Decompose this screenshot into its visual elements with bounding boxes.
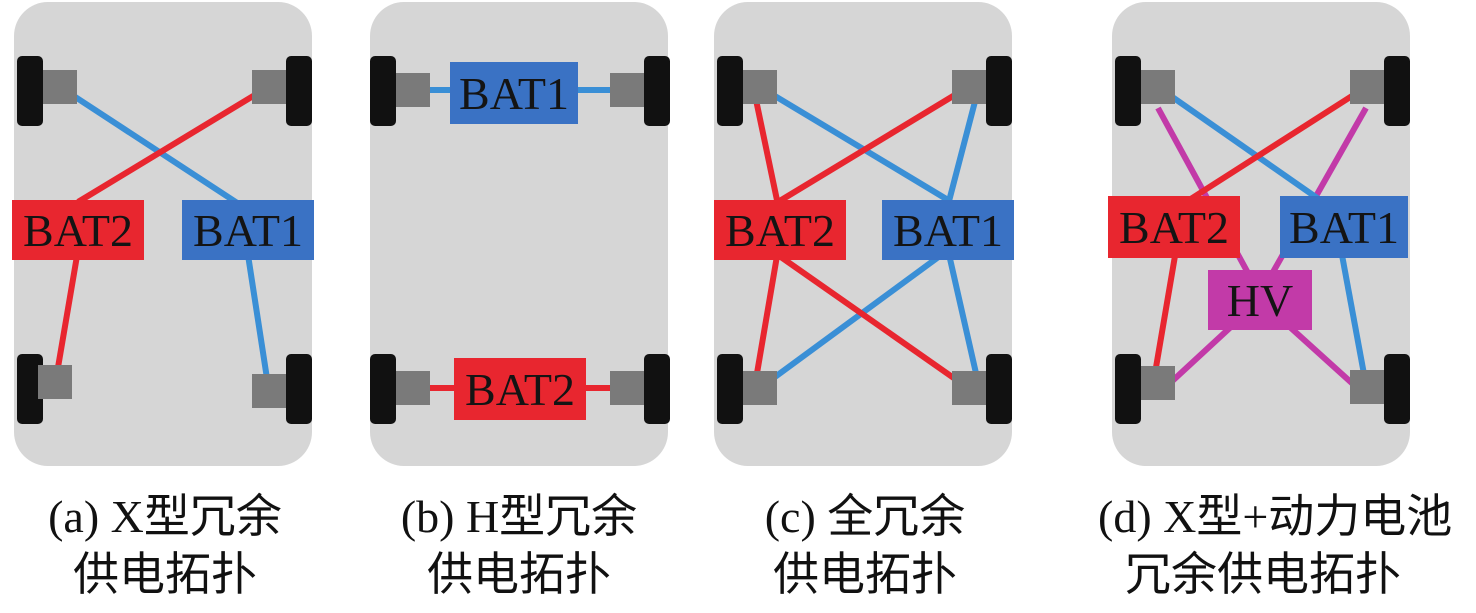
bat2-label: BAT2: [725, 205, 835, 256]
bat2-link-front-left: [752, 94, 781, 206]
car-body: [1112, 2, 1410, 466]
hub-rear-left: [396, 371, 430, 405]
hub-rear-left: [38, 365, 72, 399]
bat1-box: [1280, 196, 1408, 258]
wheel-rear-right: [986, 354, 1012, 424]
caption-a: (a) X型冗余 供电拓扑: [0, 488, 330, 604]
caption-b: (b) H型冗余 供电拓扑: [354, 488, 684, 604]
bat1-link-rear-right: [245, 254, 271, 386]
bat2-box: [12, 200, 144, 260]
hub-front-right: [952, 70, 986, 104]
caption-line2: 供电拓扑: [427, 549, 611, 600]
diagram-a: BAT2 BAT1: [12, 2, 314, 466]
wheel-rear-left: [17, 354, 43, 424]
wheel-front-left: [370, 56, 396, 126]
wheel-rear-left: [1115, 354, 1141, 424]
wheel-front-left: [17, 56, 43, 126]
caption-line2: 供电拓扑: [73, 549, 257, 600]
bat2-label: BAT2: [23, 205, 133, 256]
bat1-link-front-right: [945, 89, 981, 206]
hub-front-right: [610, 73, 644, 107]
wheel-rear-left: [370, 354, 396, 424]
caption-line2: 冗余供电拓扑: [1125, 549, 1401, 600]
wheel-front-right: [986, 56, 1012, 126]
caption-line2: 供电拓扑: [773, 549, 957, 600]
car-body: [370, 2, 668, 466]
bat2-link-rear-left: [1150, 249, 1179, 386]
caption-line1: (d) X型+动力电池: [1098, 491, 1453, 542]
bat2-link-rear-left: [752, 249, 781, 386]
hub-front-left: [743, 70, 777, 104]
bat1-link-rear-right: [1339, 254, 1369, 386]
bat2-link-front-right: [776, 84, 970, 205]
bat1-link-rear-right: [945, 249, 981, 383]
wheel-rear-right: [286, 354, 312, 424]
panel-b: BAT1 BAT2 (b) H型冗余 供电拓扑: [354, 0, 684, 613]
bat2-link-rear-right: [776, 252, 970, 391]
hub-rear-right: [610, 371, 644, 405]
hub-front-left: [1141, 70, 1175, 104]
bat1-link-front-left: [1156, 84, 1322, 203]
wheel-front-left: [717, 56, 743, 126]
bat2-label: BAT2: [465, 364, 575, 415]
bat2-box: [714, 200, 846, 260]
bat1-label: BAT1: [1289, 202, 1399, 253]
wheel-front-right: [644, 56, 670, 126]
caption-line1: (a) X型冗余: [48, 491, 282, 542]
bat1-label: BAT1: [459, 68, 569, 119]
wheel-rear-right: [1384, 354, 1410, 424]
bat1-link-front-left: [758, 84, 950, 203]
bat1-label: BAT1: [193, 205, 303, 256]
bat2-link-rear-left: [52, 249, 81, 386]
caption-d: (d) X型+动力电池 冗余供电拓扑: [1098, 488, 1453, 604]
hub-rear-left: [1141, 366, 1175, 400]
bat1-box: [450, 62, 578, 124]
wheel-rear-right: [644, 354, 670, 424]
bat2-label: BAT2: [1119, 202, 1229, 253]
bat2-link-front-right: [1184, 84, 1368, 205]
diagram-d: BAT2 BAT1 HV: [1108, 2, 1410, 466]
bat1-box: [182, 200, 314, 260]
caption-line1: (b) H型冗余: [400, 491, 638, 542]
bat1-label: BAT1: [893, 205, 1003, 256]
car-body: [714, 2, 1012, 466]
panel-c: BAT2 BAT1 (c) 全冗余 供电拓扑: [700, 0, 1030, 613]
hub-rear-right: [252, 374, 286, 408]
hub-rear-right: [1350, 370, 1384, 404]
hub-front-right: [252, 70, 286, 104]
caption-line1: (c) 全冗余: [764, 491, 966, 542]
hub-rear-left: [743, 371, 777, 405]
hv-box: [1208, 270, 1312, 330]
wheel-front-right: [1384, 56, 1410, 126]
bat1-box: [882, 200, 1014, 260]
hub-front-left: [43, 70, 77, 104]
bat2-box: [454, 358, 586, 420]
diagram-b: BAT1 BAT2: [370, 2, 670, 466]
panel-a: BAT2 BAT1 (a) X型冗余 供电拓扑: [0, 0, 330, 613]
hv-label: HV: [1227, 275, 1293, 326]
wheel-rear-left: [717, 354, 743, 424]
hub-front-right: [1350, 70, 1384, 104]
wheel-front-left: [1115, 56, 1141, 126]
hub-front-left: [396, 73, 430, 107]
wheel-front-right: [286, 56, 312, 126]
bat1-link-front-left: [58, 84, 250, 213]
bat2-box: [1108, 196, 1240, 258]
car-body: [14, 2, 312, 466]
panel-d: BAT2 BAT1 HV (d) X型+动力电池 冗余供电拓扑: [1098, 0, 1453, 613]
diagram-c: BAT2 BAT1: [714, 2, 1014, 466]
bat2-link-front-right: [76, 84, 270, 205]
caption-c: (c) 全冗余 供电拓扑: [700, 488, 1030, 604]
bat1-link-rear-left: [758, 247, 950, 391]
hub-rear-right: [952, 371, 986, 405]
